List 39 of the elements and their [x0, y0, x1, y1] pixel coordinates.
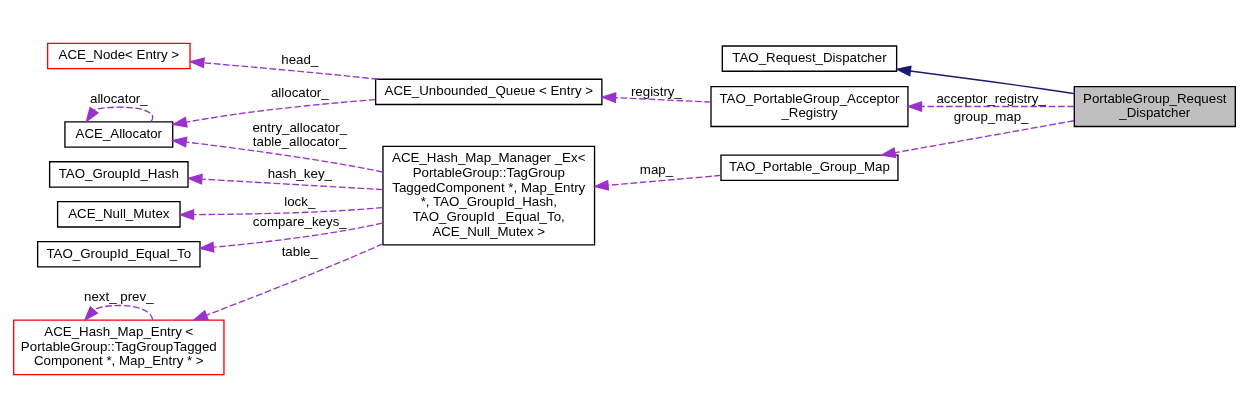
- node-box: ACE_Allocator: [64, 120, 174, 148]
- arrow: [895, 65, 1075, 94]
- node-box: TAO_GroupId_Equal_To: [36, 240, 201, 268]
- node-box: ACE_Null_Mutex: [56, 200, 181, 228]
- edge-label: hash_key_: [267, 165, 332, 181]
- node-box: TAO_GroupId_Hash: [48, 160, 189, 188]
- arrow: [186, 173, 384, 190]
- arrow: [192, 242, 384, 321]
- node-box: ACE_Node< Entry >: [46, 42, 191, 69]
- node-box: TAO_Portable_Group_Map: [720, 153, 899, 181]
- edge-label: acceptor_registry_: [936, 90, 1046, 106]
- arrow: [178, 206, 384, 220]
- node-box: ACE_Hash_Map_Entry < PortableGroup::TagGroupTagged Component *, Map_Entry * >: [13, 318, 225, 375]
- arrow: [198, 221, 384, 253]
- node-box: ACE_Hash_Map_Manager _Ex< PortableGroup::TagGroup TaggedComponent *, Map_Entry *, TAO_GroupId_Hash, TAO_GroupId _Equal_To, ACE_Null_Mutex >: [382, 145, 596, 246]
- node-box: ACE_Unbounded_Queue < Entry >: [375, 78, 603, 105]
- edge-label: next_ prev_: [84, 288, 154, 304]
- arrow: [170, 136, 384, 173]
- edge-label: registry_: [630, 83, 682, 99]
- edge-label: lock_: [284, 193, 316, 209]
- arrow: [188, 56, 379, 80]
- edge-label: allocator_: [89, 90, 148, 106]
- arrow: [83, 304, 154, 321]
- node-box: TAO_Request_Dispatcher: [721, 44, 898, 72]
- edge-label: map_: [639, 161, 674, 177]
- arrow: [879, 119, 1075, 158]
- arrow: [906, 100, 1075, 112]
- node-box: TAO_PortableGroup_Acceptor _Registry: [710, 85, 909, 127]
- edge-label: group_map_: [953, 108, 1029, 124]
- edge-label: compare_keys_: [252, 213, 347, 229]
- arrow: [171, 98, 376, 128]
- arrow: [600, 91, 712, 103]
- arrow: [592, 174, 722, 191]
- edge-label: entry_allocator_ table_allocator_: [252, 119, 348, 149]
- edge-label: head_: [281, 51, 319, 67]
- node-box: PortableGroup_Request _Dispatcher: [1073, 85, 1236, 127]
- arrow: [85, 106, 154, 123]
- edge-label: allocator_: [270, 84, 329, 100]
- edge-label: table_: [281, 243, 318, 259]
